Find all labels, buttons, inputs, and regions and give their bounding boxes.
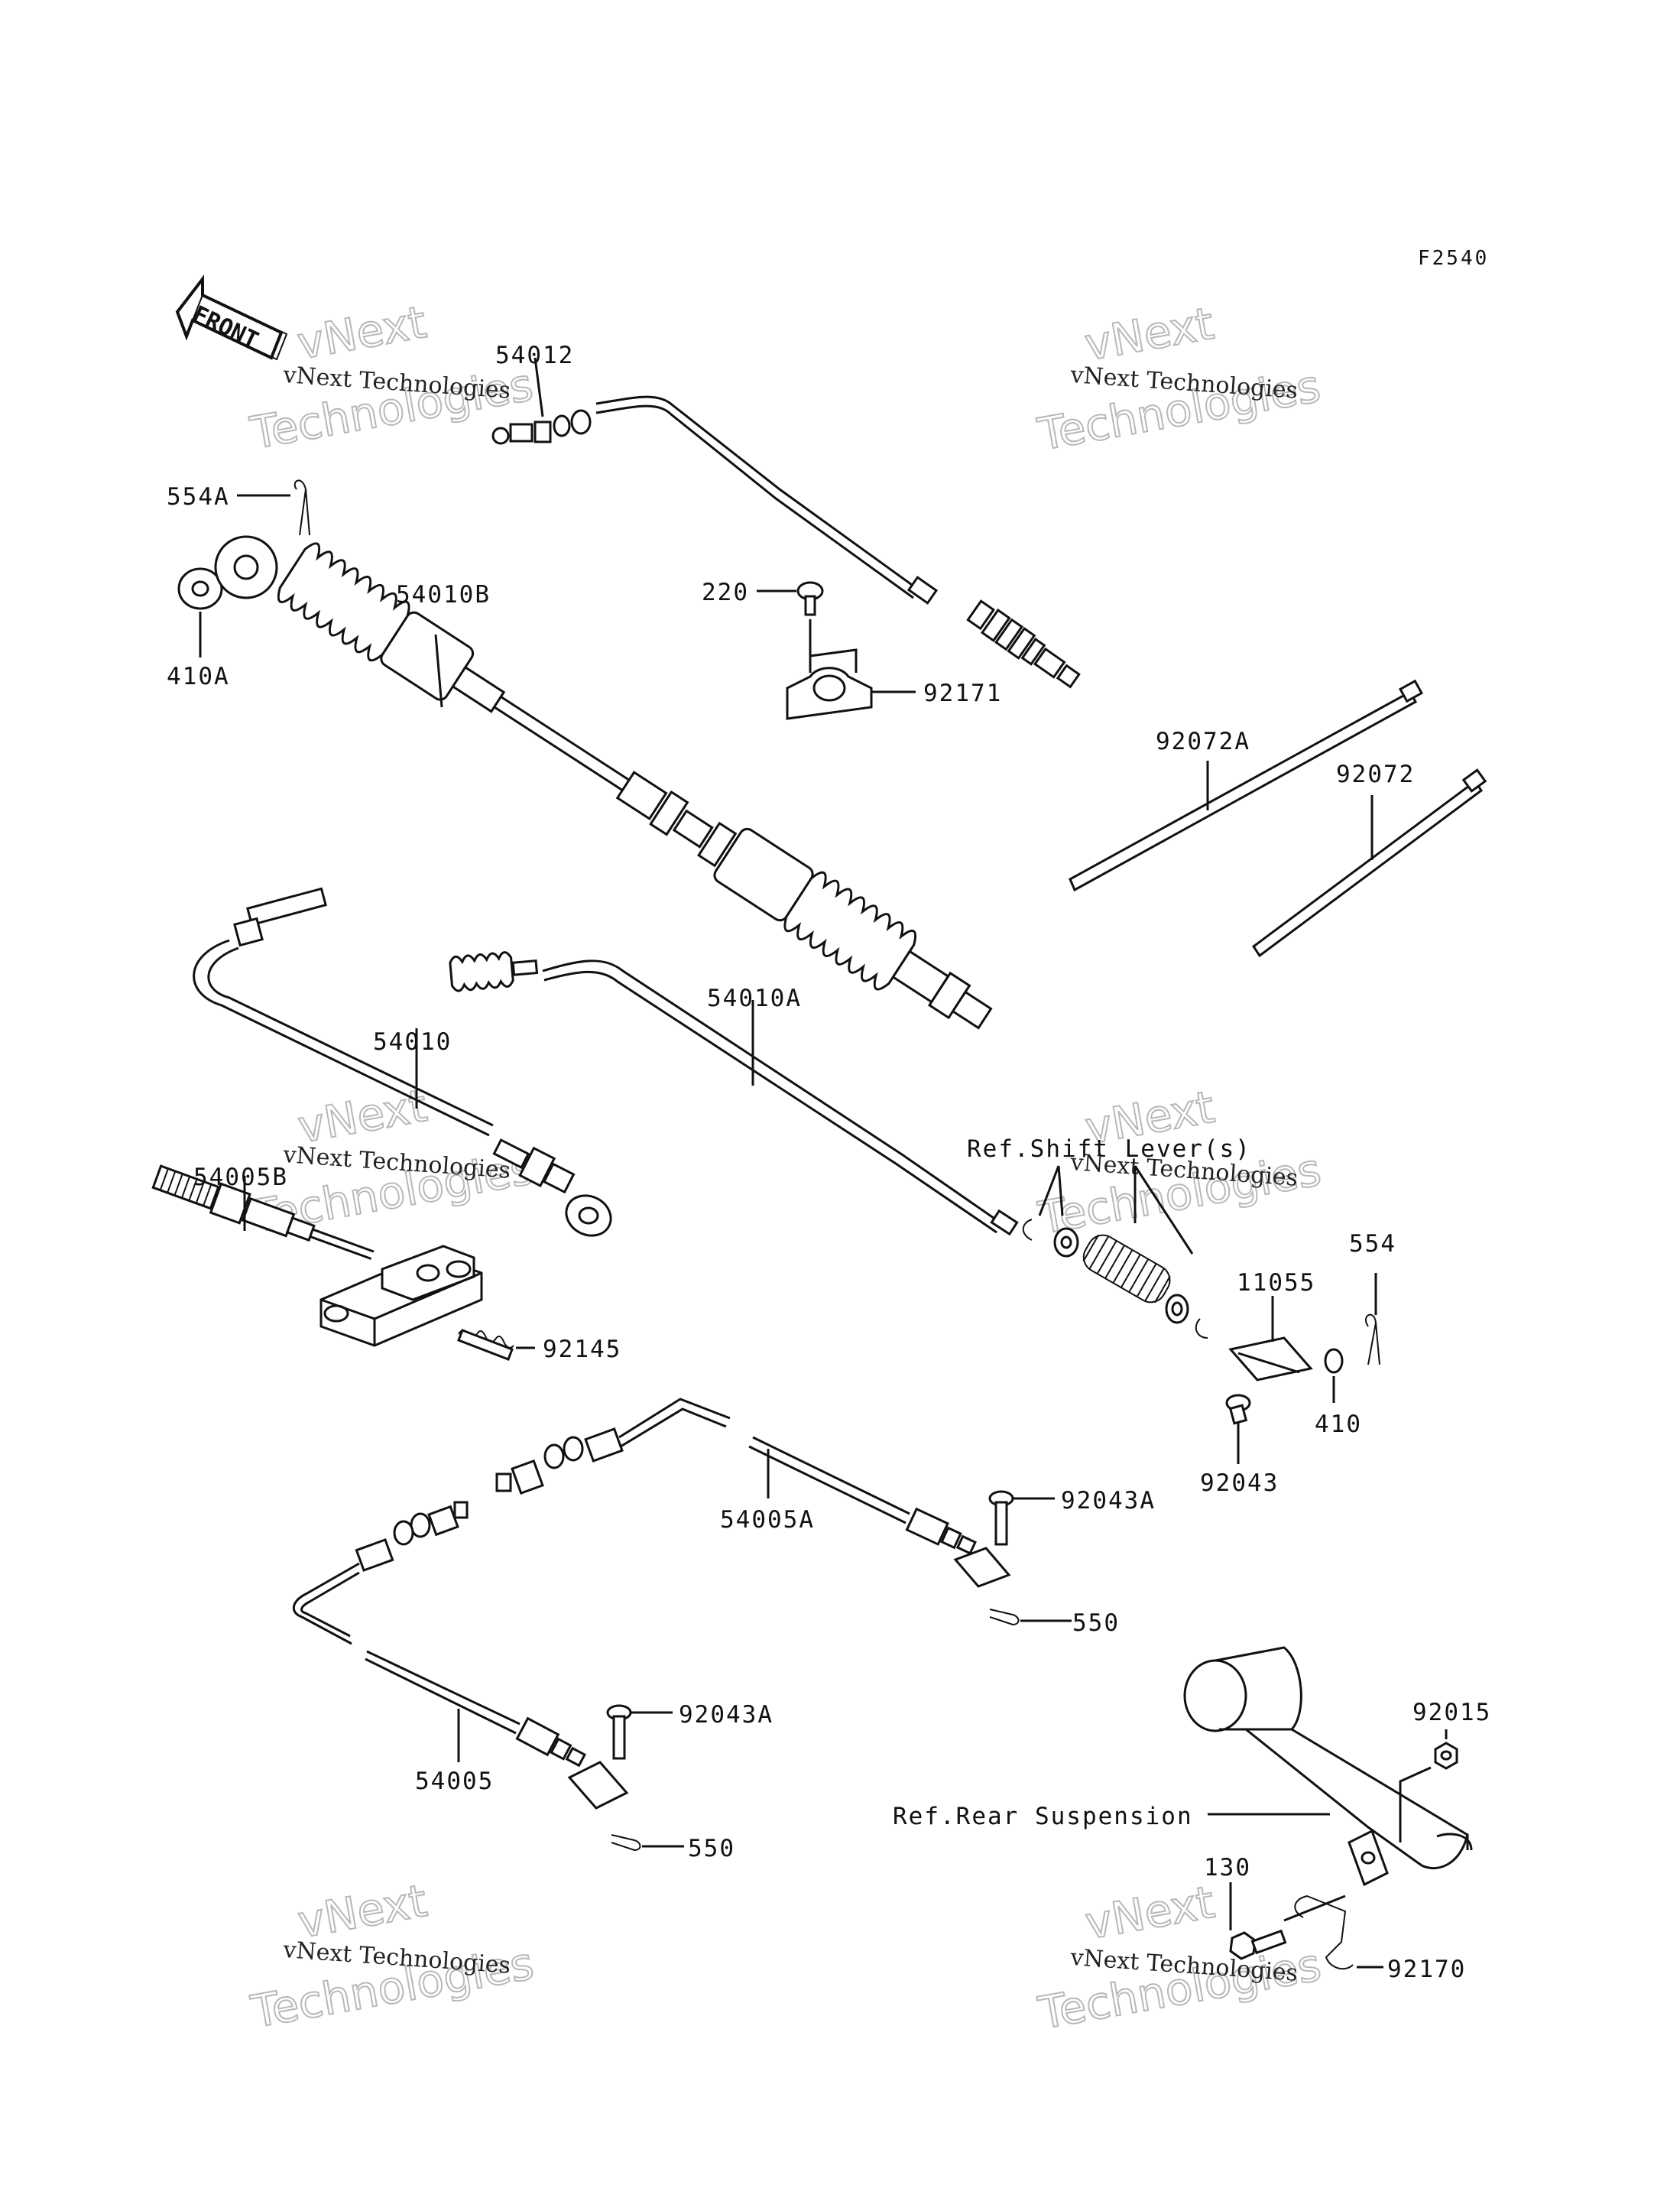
label-130: 130 (1204, 1854, 1251, 1881)
clip-554A (237, 479, 310, 536)
label-92015: 92015 (1412, 1699, 1491, 1726)
washer-410A (177, 567, 223, 657)
cable-54010A (449, 951, 1019, 1236)
rear-suspension-arm (1183, 1646, 1473, 1870)
bracket-92170 (1283, 1894, 1383, 1970)
label-92043A-lower: 92043A (679, 1701, 774, 1729)
cable-54010 (193, 887, 612, 1237)
cable-54012 (491, 357, 1081, 689)
ref-shift-lever-label: Ref.Shift Lever(s) (967, 1135, 1251, 1163)
cotter-550-upper (989, 1609, 1072, 1626)
clamp-92171 (786, 619, 916, 720)
pin-92043A-upper (988, 1490, 1055, 1546)
label-554: 554 (1349, 1230, 1396, 1258)
label-92072: 92072 (1336, 761, 1415, 788)
label-92043A-upper: 92043A (1061, 1487, 1156, 1515)
label-54010: 54010 (373, 1028, 452, 1056)
label-554A: 554A (167, 483, 230, 511)
bracket-block (319, 1245, 483, 1347)
pin-92043A-lower (606, 1704, 673, 1760)
ref-rear-suspension-label: Ref.Rear Suspension (893, 1803, 1193, 1830)
svg-text:vNext: vNext (1082, 1876, 1218, 1950)
cable-54005 (292, 1501, 629, 1810)
front-arrow-icon: FRONT (175, 274, 288, 361)
bolt-130 (1229, 1882, 1287, 1960)
svg-text:vNext: vNext (294, 296, 430, 369)
svg-text:vNext: vNext (294, 1875, 431, 1948)
spring-92145 (457, 1329, 535, 1361)
screw-220 (757, 581, 824, 616)
label-54012: 54012 (495, 342, 574, 369)
pin-92043 (1225, 1394, 1251, 1464)
label-550-upper: 550 (1072, 1609, 1120, 1637)
nut-92015 (1399, 1729, 1458, 1842)
label-550-lower: 550 (688, 1835, 735, 1862)
label-54010B: 54010B (396, 581, 491, 609)
cable-54005A (495, 1398, 1011, 1588)
label-410A: 410A (167, 663, 230, 690)
label-92170: 92170 (1387, 1956, 1466, 1983)
lever-11055 (1228, 1296, 1313, 1381)
svg-text:vNext: vNext (294, 1080, 431, 1153)
label-54010A: 54010A (707, 985, 802, 1012)
cable-54005B (151, 1164, 375, 1260)
label-220: 220 (702, 579, 749, 606)
label-92072A: 92072A (1156, 728, 1250, 755)
washer-410 (1324, 1348, 1344, 1403)
label-54005B: 54005B (193, 1164, 288, 1191)
label-92171: 92171 (923, 680, 1002, 707)
label-54005A: 54005A (720, 1506, 815, 1534)
label-410: 410 (1315, 1411, 1362, 1438)
svg-text:vNext: vNext (1081, 297, 1218, 371)
clip-554 (1365, 1273, 1380, 1365)
cable-54010B (214, 535, 993, 1030)
cable-tie-92072A (1069, 679, 1424, 892)
cotter-550-lower (611, 1834, 684, 1852)
label-92043: 92043 (1200, 1469, 1279, 1497)
label-92145: 92145 (543, 1336, 621, 1363)
diagram-code: F2540 (1418, 247, 1489, 270)
shift-lever-assembly (1022, 1165, 1208, 1339)
label-11055: 11055 (1237, 1269, 1315, 1297)
cable-tie-92072 (1251, 768, 1487, 958)
mount-plate (1348, 1829, 1389, 1887)
watermark-bottom-right: vNext Technologies (1034, 1875, 1326, 2041)
label-54005: 54005 (415, 1768, 494, 1795)
